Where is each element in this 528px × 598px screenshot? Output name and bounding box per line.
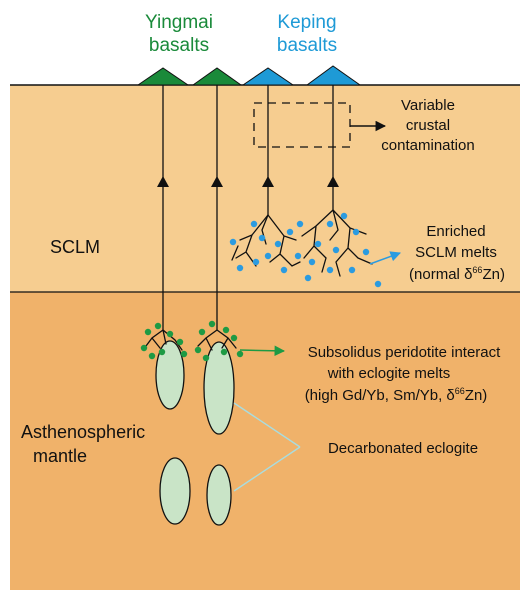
asthenosphere-label-line2: mantle xyxy=(33,446,87,466)
crustal-label-line1: Variable xyxy=(401,97,455,114)
interact-arrow xyxy=(239,345,286,357)
yingmai-volcano-2 xyxy=(191,67,243,86)
enriched-label-line2: SCLM melts xyxy=(415,244,497,261)
interact-label-line3: (high Gd/Yb, Sm/Yb, δ66Zn) xyxy=(305,386,488,404)
crustal-label-line2: crustal xyxy=(406,117,450,134)
eclogite-body-lower-left xyxy=(159,457,191,525)
asthenosphere-label-line1: Asthenospheric xyxy=(21,422,145,442)
yingmai-volcano-1 xyxy=(136,67,190,86)
keping-conduit-2-arrowhead xyxy=(327,176,339,187)
sclm-layer xyxy=(10,85,520,292)
yingmai-melt-dots xyxy=(140,320,244,362)
yingmai-title-line2: basalts xyxy=(149,35,209,56)
eclogite-body-lower-right xyxy=(206,464,232,526)
yingmai-conduit-2-arrowhead xyxy=(211,176,223,187)
eclogite-body-upper-left xyxy=(155,340,185,410)
crustal-label-line3: contamination xyxy=(381,137,474,154)
eclogite-body-upper-right xyxy=(203,341,235,435)
sclm-melt-dots xyxy=(229,212,382,288)
keping-title-line1: Keping xyxy=(277,12,336,33)
interact-label-line2: with eclogite melts xyxy=(327,365,451,382)
keping-volcano-1 xyxy=(241,67,295,86)
enriched-melts-arrow xyxy=(369,251,401,265)
sclm-label: SCLM xyxy=(50,237,100,257)
enriched-label-line3: (normal δ66Zn) xyxy=(409,265,505,283)
yingmai-title-line1: Yingmai xyxy=(145,12,213,33)
keping-conduit-1-arrowhead xyxy=(262,176,274,187)
enriched-label-line1: Enriched xyxy=(426,223,485,240)
keping-volcano-2 xyxy=(305,65,362,86)
eclogite-bodies xyxy=(155,340,235,526)
keping-title-line2: basalts xyxy=(277,35,337,56)
crustal-contamination-box xyxy=(253,102,351,148)
eclogite-label: Decarbonated eclogite xyxy=(328,440,478,457)
yingmai-conduit-1-arrowhead xyxy=(157,176,169,187)
asthenosphere-layer xyxy=(10,292,520,590)
eclogite-pointer-lines xyxy=(233,402,301,492)
interact-label-line1: Subsolidus peridotite interact xyxy=(308,344,501,361)
yingmai-root-network xyxy=(145,329,237,351)
